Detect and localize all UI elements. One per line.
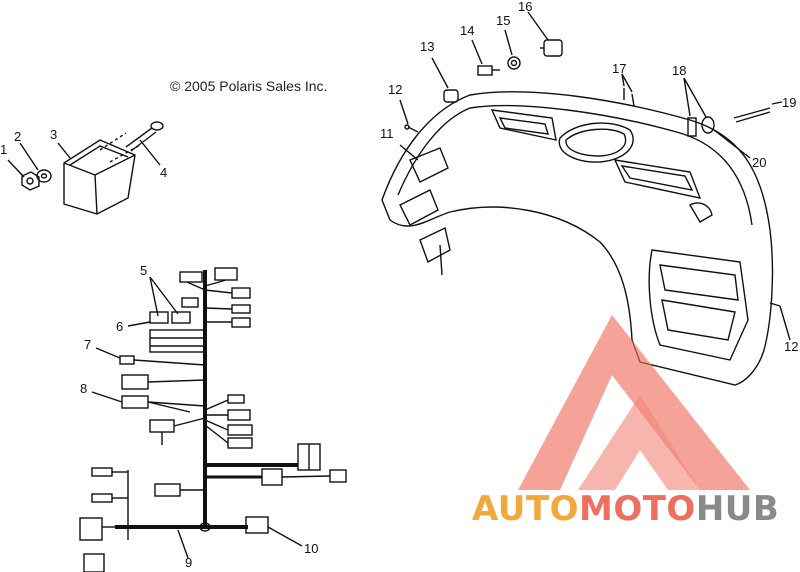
callout-11: 11: [380, 126, 394, 141]
part-3-module: [63, 139, 136, 215]
callout-5: 5: [140, 263, 148, 278]
callout-9: 9: [185, 555, 193, 570]
part-18-bracket: [687, 116, 715, 137]
callout-3: 3: [50, 127, 58, 142]
callout-20: 20: [752, 155, 767, 170]
callout-17: 17: [612, 61, 627, 76]
callout-7: 7: [84, 337, 92, 352]
brand-part-3: HUB: [695, 489, 780, 529]
callout-16: 16: [518, 0, 533, 14]
part-15-grommet: [507, 56, 521, 70]
part-13-cap: [443, 89, 459, 103]
part-16-plug: [540, 39, 563, 57]
part-2-washer: [36, 169, 52, 183]
callout-1: 1: [0, 142, 8, 157]
copyright-text: © 2005 Polaris Sales Inc.: [170, 78, 328, 94]
callout-12-right: 12: [784, 339, 799, 354]
callout-19: 19: [782, 95, 797, 110]
part-4-bolt: [125, 121, 164, 152]
part-1-nut: [21, 171, 40, 191]
part-11-dashboard: [381, 91, 774, 386]
watermark-brand: AUTOMOTOHUB: [472, 489, 779, 529]
part-14-clip: [477, 65, 500, 76]
callout-14: 14: [460, 23, 475, 38]
watermark-logo: [518, 315, 750, 490]
callout-10: 10: [304, 541, 319, 556]
wiring-harness: [79, 267, 347, 572]
callout-2: 2: [14, 129, 22, 144]
callout-6: 6: [116, 319, 124, 334]
part-17-fastener: [623, 88, 635, 107]
callout-4: 4: [160, 165, 168, 180]
part-12-screw-right: [769, 302, 781, 307]
callout-15: 15: [496, 13, 511, 28]
brand-part-2: MOTO: [578, 489, 696, 529]
callout-13: 13: [420, 39, 435, 54]
callout-12: 12: [388, 82, 403, 97]
callout-8: 8: [80, 381, 88, 396]
part-19-bolt: [733, 107, 771, 123]
part-12-screw: [404, 124, 419, 133]
brand-part-1: AUTO: [472, 489, 579, 529]
callout-18: 18: [672, 63, 687, 78]
